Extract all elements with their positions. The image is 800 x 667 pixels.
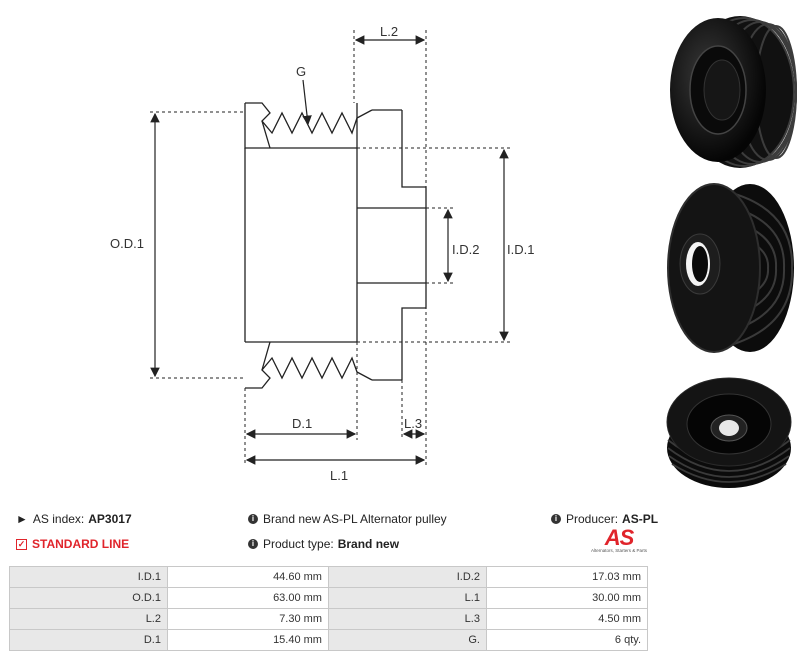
spec-value: 7.30 mm bbox=[166, 608, 329, 630]
info-icon: i bbox=[248, 539, 258, 549]
hub-outline bbox=[357, 110, 427, 209]
spec-value: 44.60 mm bbox=[166, 566, 329, 588]
as-index: ► AS index: AP3017 bbox=[16, 512, 132, 526]
label-d1: D.1 bbox=[292, 416, 312, 431]
label-l1: L.1 bbox=[330, 468, 348, 483]
spec-label: G. bbox=[327, 629, 487, 651]
label-od1: O.D.1 bbox=[110, 236, 144, 251]
producer: i Producer: AS-PL bbox=[551, 512, 658, 526]
table-row: L.2 7.30 mm L.3 4.50 mm bbox=[9, 608, 649, 630]
spec-label: I.D.2 bbox=[327, 566, 487, 588]
standard-line-text: STANDARD LINE bbox=[32, 537, 130, 551]
producer-value: AS-PL bbox=[622, 512, 659, 526]
technical-drawing: L.2 G O.D.1 I.D.2 I.D.1 D.1 L.3 L.1 bbox=[110, 24, 534, 483]
description-text: Brand new AS-PL Alternator pulley bbox=[263, 512, 447, 526]
checkbox-icon: ✓ bbox=[16, 538, 27, 550]
product-type-value: Brand new bbox=[337, 537, 400, 551]
spec-value: 30.00 mm bbox=[485, 587, 649, 609]
pulley-photo-front bbox=[670, 16, 797, 168]
spec-label: I.D.1 bbox=[9, 566, 168, 588]
label-g: G bbox=[296, 64, 306, 79]
spec-label: D.1 bbox=[9, 629, 168, 651]
dim-g-leader bbox=[302, 79, 312, 126]
standard-line: ✓ STANDARD LINE bbox=[16, 537, 129, 551]
spec-label: O.D.1 bbox=[9, 587, 168, 609]
logo-tagline: Alternators, Starters & Parts bbox=[590, 548, 648, 553]
grooves-top bbox=[245, 102, 358, 135]
spec-value: 17.03 mm bbox=[485, 566, 649, 588]
label-l2: L.2 bbox=[380, 24, 398, 39]
label-id1: I.D.1 bbox=[507, 242, 534, 257]
info-icon: i bbox=[551, 514, 561, 524]
product-type-label: Product type: bbox=[263, 537, 334, 551]
product-type: i Product type: Brand new bbox=[248, 537, 399, 551]
spec-label: L.1 bbox=[327, 587, 487, 609]
as-pl-logo: AS Alternators, Starters & Parts bbox=[588, 525, 650, 554]
label-id2: I.D.2 bbox=[452, 242, 479, 257]
as-index-label: AS index: bbox=[32, 512, 85, 526]
pulley-photo-angled bbox=[667, 183, 794, 353]
pulley-outline-top bbox=[244, 103, 358, 149]
producer-label: Producer: bbox=[566, 512, 619, 526]
table-row: D.1 15.40 mm G. 6 qty. bbox=[9, 629, 649, 651]
description: i Brand new AS-PL Alternator pulley bbox=[248, 512, 447, 526]
tags-icon: ► bbox=[16, 512, 28, 526]
spec-value: 63.00 mm bbox=[166, 587, 329, 609]
as-index-value: AP3017 bbox=[88, 512, 132, 526]
spec-table: I.D.1 44.60 mm I.D.2 17.03 mm O.D.1 63.0… bbox=[9, 566, 649, 651]
table-row: O.D.1 63.00 mm L.1 30.00 mm bbox=[9, 587, 649, 609]
grooves-bottom bbox=[245, 356, 358, 389]
spec-value: 6 qty. bbox=[485, 629, 649, 651]
table-row: I.D.1 44.60 mm I.D.2 17.03 mm bbox=[9, 566, 649, 588]
spec-label: L.2 bbox=[9, 608, 168, 630]
logo-mark: AS bbox=[604, 525, 635, 550]
pulley-photo-rear bbox=[666, 377, 792, 488]
spec-value: 15.40 mm bbox=[166, 629, 329, 651]
spec-label: L.3 bbox=[327, 608, 487, 630]
spec-value: 4.50 mm bbox=[485, 608, 649, 630]
label-l3: L.3 bbox=[404, 416, 422, 431]
info-icon: i bbox=[248, 514, 258, 524]
